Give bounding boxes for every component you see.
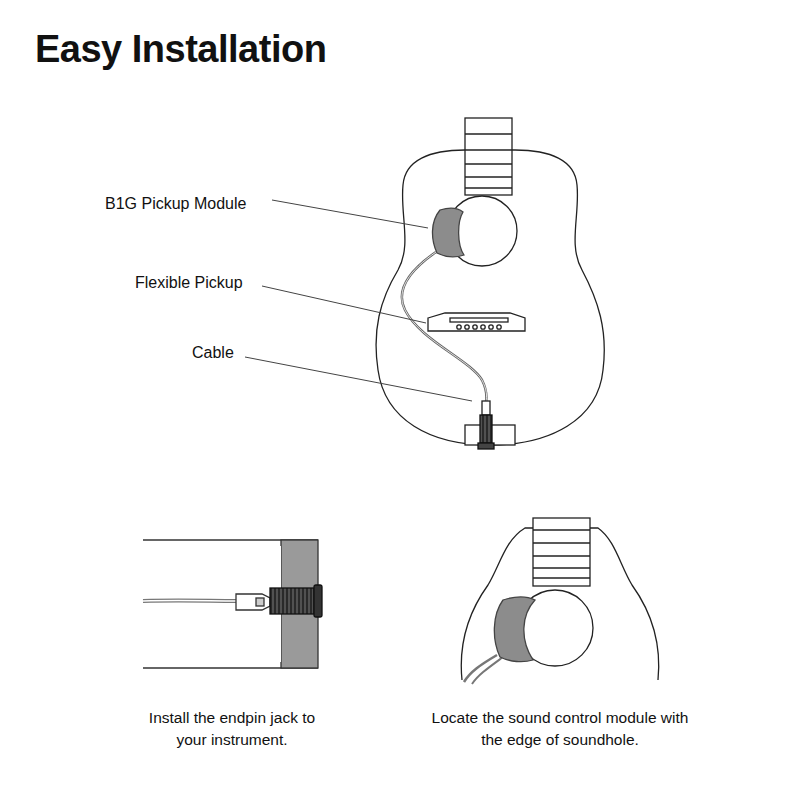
endpin-detail <box>143 540 322 668</box>
soundhole-detail <box>461 518 659 684</box>
part-label: Flexible Pickup <box>135 274 243 292</box>
pickup-module <box>432 208 464 256</box>
leader-lines <box>245 200 472 401</box>
leader-line <box>262 286 426 323</box>
leader-line <box>272 200 428 228</box>
plug <box>236 594 270 610</box>
page-title: Easy Installation <box>35 28 326 71</box>
part-label: Cable <box>192 344 234 362</box>
jack-thread <box>270 588 314 614</box>
cable <box>143 599 236 603</box>
pickup-cable-inner <box>402 252 487 402</box>
bridge <box>428 313 525 331</box>
endpin-jack <box>465 401 515 449</box>
caption: Install the endpin jack to your instrume… <box>140 707 325 752</box>
pickup-module <box>494 597 535 662</box>
part-label: B1G Pickup Module <box>105 195 246 213</box>
caption: Locate the sound control module with the… <box>429 707 691 752</box>
leader-line <box>245 357 472 401</box>
guitar-figure <box>376 118 604 449</box>
guitar-neck <box>465 118 512 195</box>
pickup-cable <box>402 252 487 402</box>
